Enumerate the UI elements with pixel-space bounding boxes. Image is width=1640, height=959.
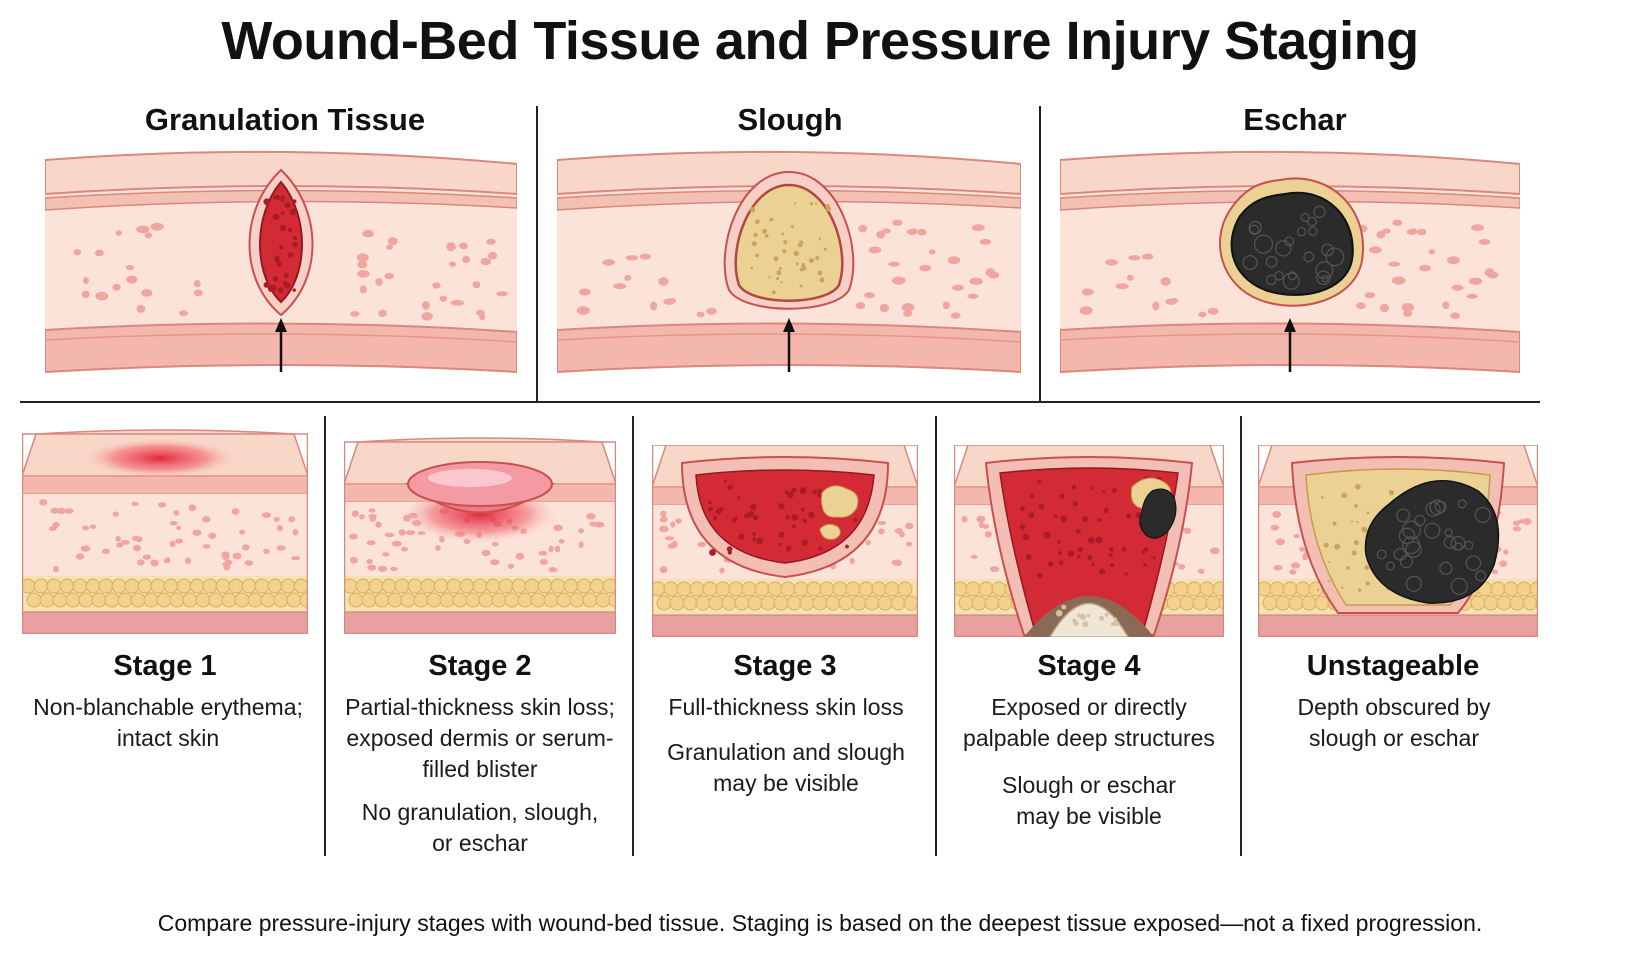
stage-3-illustration: [652, 445, 918, 637]
divider-bottom-2: [632, 416, 634, 856]
stage-4-line-1: Exposed or directly palpable deep struct…: [963, 694, 1215, 751]
eschar-illustration: [1060, 150, 1520, 374]
dermis-dots: [73, 222, 508, 321]
unstageable-illustration: [1258, 445, 1538, 637]
granulation-tissue-illustration: [45, 150, 517, 374]
depth-arrowhead: [1284, 318, 1296, 332]
divider-bottom-3: [935, 416, 937, 856]
eschar-bed: [1230, 191, 1354, 296]
depth-arrowhead: [783, 318, 795, 332]
footer-caption: Compare pressure-injury stages with woun…: [157, 910, 1483, 936]
fat-layer: [652, 579, 918, 615]
blister-highlight: [428, 469, 512, 487]
slough-illustration: [557, 150, 1021, 374]
unstageable-title: Unstageable: [1306, 650, 1480, 682]
stage-2-illustration: [344, 437, 616, 634]
depth-arrowhead: [275, 318, 287, 332]
divider-horizontal: [20, 401, 1540, 403]
page-title: Wound-Bed Tissue and Pressure Injury Sta…: [221, 11, 1419, 71]
muscle-layer: [652, 614, 918, 637]
stage-3-line-2: Granulation and slough may be visible: [667, 739, 905, 796]
stage-1-illustration: [22, 429, 308, 634]
eschar-patch: [1139, 488, 1177, 539]
muscle-layer: [22, 611, 308, 634]
unstageable-description: Depth obscured by slough or eschar: [1278, 692, 1510, 754]
panel-title-granulation: Granulation Tissue: [144, 102, 426, 137]
exposed-bone: [1049, 602, 1129, 637]
stage-1-line-1: Non-blanchable erythema; intact skin: [33, 694, 303, 751]
erythema: [82, 438, 238, 478]
divider-top-1: [536, 106, 538, 402]
stage-2-description: Partial-thickness skin loss; exposed der…: [338, 692, 622, 859]
slough-patch-2: [819, 523, 841, 540]
fat-layer: [22, 576, 308, 612]
stage-1-description: Non-blanchable erythema; intact skin: [28, 692, 308, 754]
divider-bottom-1: [324, 416, 326, 856]
slough-patch-1: [821, 485, 859, 518]
stage-1-title: Stage 1: [113, 650, 217, 682]
stage-3-title: Stage 3: [733, 650, 837, 682]
slough-bed: [734, 183, 844, 302]
epidermis-layer: [22, 475, 308, 495]
divider-top-2: [1039, 106, 1041, 402]
stage-2-line-1: Partial-thickness skin loss; exposed der…: [345, 694, 615, 782]
stage-4-illustration: [954, 445, 1224, 637]
stage-4-description: Exposed or directly palpable deep struct…: [950, 692, 1228, 832]
unstageable-line-1: Depth obscured by slough or eschar: [1297, 694, 1491, 751]
granulation-bed: [999, 467, 1179, 636]
dermis-dots: [576, 219, 1000, 319]
stage-4-line-2: Slough or eschar may be visible: [1002, 772, 1176, 829]
epidermis-layer: [1060, 150, 1520, 196]
panel-title-eschar: Eschar: [1243, 102, 1347, 137]
muscle-layer: [344, 611, 616, 634]
panel-title-slough: Slough: [737, 102, 843, 137]
divider-bottom-4: [1240, 416, 1242, 856]
stage-3-description: Full-thickness skin loss Granulation and…: [648, 692, 924, 799]
stage-2-line-2: No granulation, slough, or eschar: [361, 799, 599, 856]
dermis-dots: [39, 499, 301, 573]
stage-3-line-1: Full-thickness skin loss: [668, 694, 904, 720]
muscle-layer: [1258, 614, 1538, 637]
fat-layer: [344, 576, 616, 612]
stage-2-title: Stage 2: [428, 650, 532, 682]
dermis-dots: [1079, 219, 1499, 319]
stage-4-title: Stage 4: [1037, 650, 1141, 682]
